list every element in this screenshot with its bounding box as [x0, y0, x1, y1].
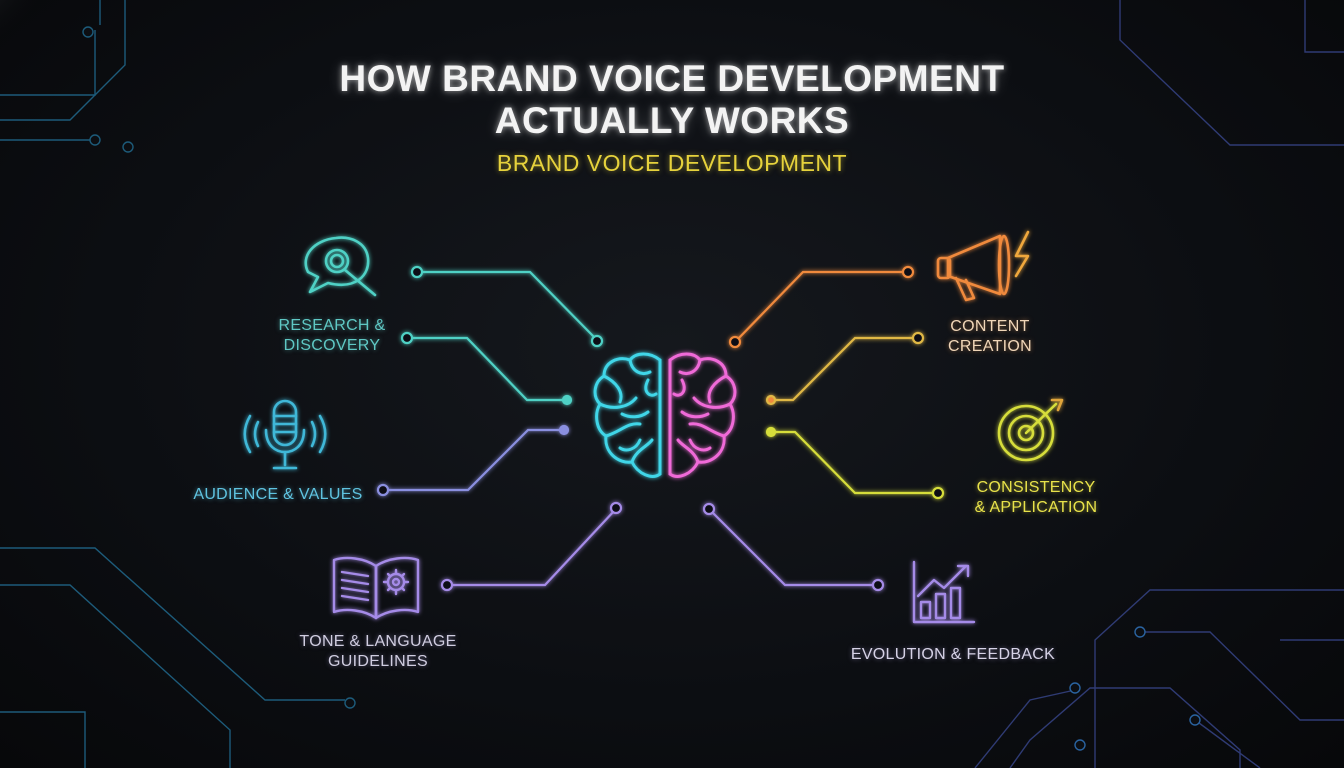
speech-bubble-magnifier-icon: [304, 236, 377, 297]
connector-audience: [376, 424, 570, 497]
node-label-research: RESEARCH & DISCOVERY: [262, 316, 402, 356]
connector-evolution: [702, 502, 885, 592]
connector-content-2: [765, 331, 925, 406]
connector-research: [400, 265, 604, 406]
megaphone-icon: [936, 230, 1030, 302]
node-label-audience-line-1: AUDIENCE & VALUES: [193, 486, 363, 503]
node-label-tone-line-2: GUIDELINES: [328, 653, 428, 670]
connectors: [376, 265, 945, 592]
page-subtitle: BRAND VOICE DEVELOPMENT: [496, 150, 848, 176]
node-label-evolution: EVOLUTION & FEEDBACK: [838, 645, 1068, 665]
open-book-gear-icon: [332, 556, 420, 620]
node-label-research-line-2: DISCOVERY: [283, 337, 381, 354]
page-title-line-1: HOW BRAND VOICE DEVELOPMENT: [339, 58, 1005, 99]
connector-content: [728, 265, 915, 349]
page-title-line-2: ACTUALLY WORKS: [494, 100, 850, 141]
node-label-content-line-2: CREATION: [948, 338, 1032, 355]
node-label-research-line-1: RESEARCH &: [278, 317, 386, 334]
node-label-content: CONTENT CREATION: [920, 317, 1060, 357]
connector-consistency: [765, 426, 945, 500]
node-label-audience: AUDIENCE & VALUES: [180, 485, 376, 505]
growth-chart-icon: [912, 560, 976, 624]
brain-icon: [593, 352, 737, 478]
node-label-evolution-line-1: EVOLUTION & FEEDBACK: [850, 646, 1056, 663]
node-label-tone: TONE & LANGUAGE GUIDELINES: [280, 632, 476, 672]
connector-tone: [440, 501, 623, 592]
node-label-consistency-line-1: CONSISTENCY: [976, 479, 1096, 496]
node-label-consistency-line-2: & APPLICATION: [974, 499, 1098, 516]
node-label-content-line-1: CONTENT: [950, 318, 1030, 335]
target-arrow-icon: [997, 398, 1064, 462]
node-label-consistency: CONSISTENCY & APPLICATION: [955, 478, 1117, 518]
node-label-tone-line-1: TONE & LANGUAGE: [299, 633, 457, 650]
corner-glow: [0, 0, 60, 60]
microphone-icon: [243, 399, 327, 470]
